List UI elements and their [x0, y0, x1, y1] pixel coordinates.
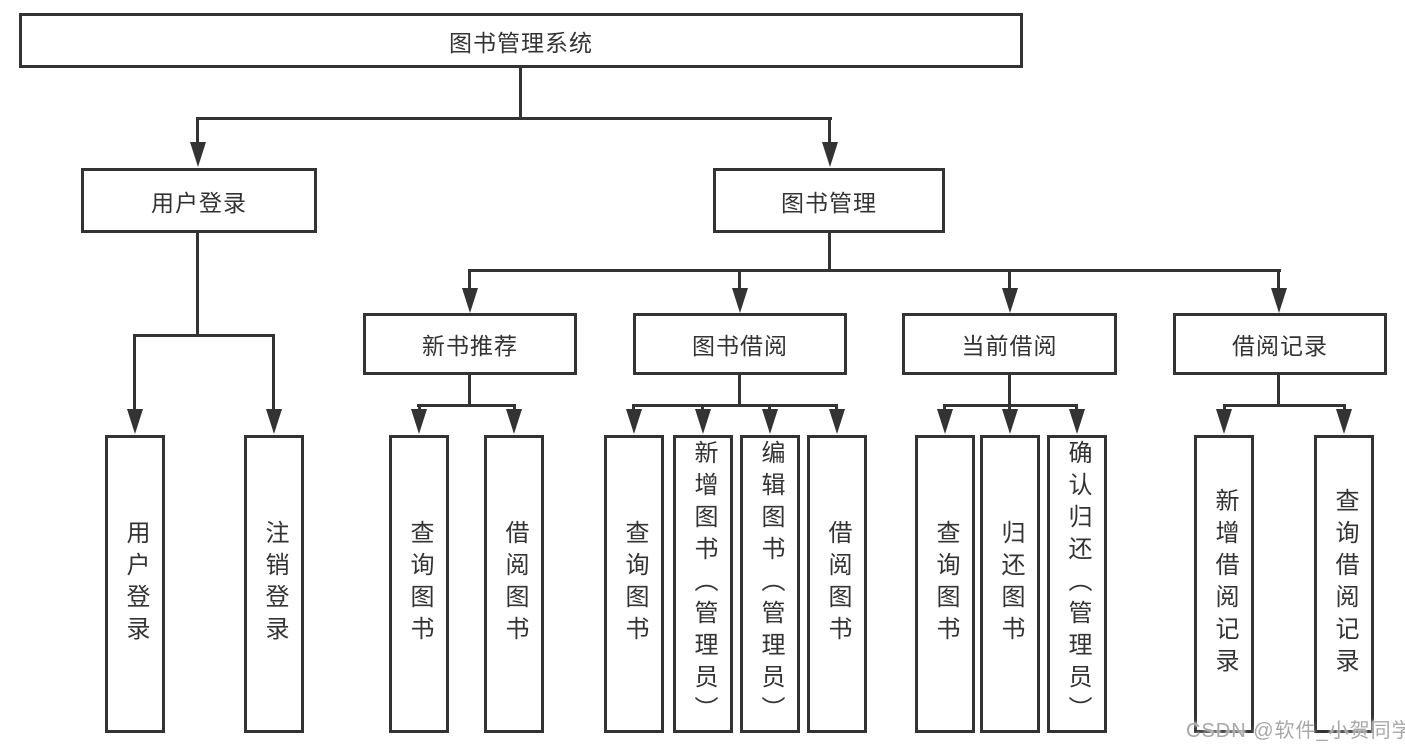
node-user-login: 用户登录 [81, 168, 317, 233]
arrow-down-icon [695, 409, 711, 434]
leaf-label: 查询图书 [406, 520, 433, 648]
leaf-label: 新增图书（管理员） [690, 440, 717, 728]
stem-borrow-records-down [1277, 375, 1280, 406]
leaf-label: 确认归还（管理员） [1064, 440, 1091, 728]
node-root-system: 图书管理系统 [19, 13, 1023, 68]
stem-user-login-down [196, 233, 199, 337]
leaf-label: 查询图书 [932, 520, 959, 648]
leaf-label: 借阅图书 [824, 520, 851, 648]
shaft-leaf-login [133, 336, 136, 414]
leaf-query-books-borrow: 查询图书 [604, 435, 664, 733]
stem-book-borrow-down [738, 375, 741, 406]
node-current-borrow-label: 当前借阅 [961, 333, 1058, 359]
leaf-add-book-admin: 新增图书（管理员） [673, 435, 733, 733]
stem-current-borrow-down [1008, 375, 1011, 406]
leaf-edit-book-admin: 编辑图书（管理员） [740, 435, 800, 733]
shaft-current-borrow [1008, 270, 1011, 290]
leaf-add-borrow-record: 新增借阅记录 [1194, 435, 1254, 733]
leaf-borrow-books-recommend: 借阅图书 [484, 435, 544, 733]
leaf-borrow-books: 借阅图书 [807, 435, 867, 733]
leaf-label: 新增借阅记录 [1211, 488, 1238, 680]
leaf-label: 用户登录 [122, 520, 149, 648]
branch-level1 [196, 117, 832, 120]
arrow-down-icon [506, 409, 522, 434]
branch-borrow-records [1223, 404, 1344, 407]
node-new-book-recommend: 新书推荐 [363, 313, 577, 375]
arrow-down-icon [937, 409, 953, 434]
node-borrow-records-label: 借阅记录 [1232, 333, 1328, 359]
shaft-new-book [468, 270, 471, 290]
arrow-down-icon [1336, 409, 1352, 434]
node-book-management: 图书管理 [713, 168, 945, 233]
arrow-down-icon [190, 142, 206, 167]
arrow-down-icon [1002, 409, 1018, 434]
node-book-borrow-label: 图书借阅 [692, 333, 788, 359]
shaft-book-borrow [738, 270, 741, 290]
arrow-down-icon [411, 409, 427, 434]
arrow-down-icon [822, 142, 838, 167]
arrow-down-icon [266, 409, 282, 434]
node-book-management-label: 图书管理 [781, 189, 877, 216]
branch-level3 [468, 269, 1281, 272]
shaft-borrow-records [1277, 270, 1280, 290]
arrow-down-icon [732, 288, 748, 313]
branch-book-borrow [632, 404, 838, 407]
arrow-down-icon [829, 409, 845, 434]
watermark: CSDN @软件_小贺同学 [1186, 720, 1405, 742]
leaf-query-borrow-record: 查询借阅记录 [1314, 435, 1374, 733]
node-borrow-records: 借阅记录 [1173, 313, 1387, 375]
shaft-book-management [828, 118, 831, 148]
arrow-down-icon [762, 409, 778, 434]
shaft-leaf-logout [272, 336, 275, 414]
node-new-book-recommend-label: 新书推荐 [422, 333, 518, 359]
leaf-return-books: 归还图书 [980, 435, 1040, 733]
stem-new-book-down [468, 375, 471, 406]
arrow-down-icon [462, 288, 478, 313]
arrow-down-icon [1069, 409, 1085, 434]
leaf-label: 查询借阅记录 [1331, 488, 1358, 680]
arrow-down-icon [127, 409, 143, 434]
leaf-label: 注销登录 [261, 520, 288, 648]
stem-book-management-down [828, 233, 831, 272]
arrow-down-icon [1216, 409, 1232, 434]
leaf-logout: 注销登录 [244, 435, 304, 733]
shaft-user-login [196, 118, 199, 148]
leaf-confirm-return-admin: 确认归还（管理员） [1047, 435, 1107, 733]
branch-new-book [417, 404, 516, 407]
node-current-borrow: 当前借阅 [902, 313, 1117, 375]
stem-root [519, 68, 522, 120]
arrow-down-icon [1002, 288, 1018, 313]
leaf-user-login: 用户登录 [105, 435, 165, 733]
branch-user-login [133, 334, 275, 337]
leaf-label: 编辑图书（管理员） [757, 440, 784, 728]
leaf-query-books-current: 查询图书 [915, 435, 975, 733]
leaf-label: 查询图书 [621, 520, 648, 648]
node-book-borrow: 图书借阅 [633, 313, 847, 375]
arrow-down-icon [1271, 288, 1287, 313]
leaf-label: 归还图书 [997, 520, 1024, 648]
node-user-login-label: 用户登录 [151, 189, 247, 216]
leaf-label: 借阅图书 [501, 520, 528, 648]
arrow-down-icon [626, 409, 642, 434]
leaf-query-books-recommend: 查询图书 [389, 435, 449, 733]
node-root-label: 图书管理系统 [449, 29, 593, 56]
